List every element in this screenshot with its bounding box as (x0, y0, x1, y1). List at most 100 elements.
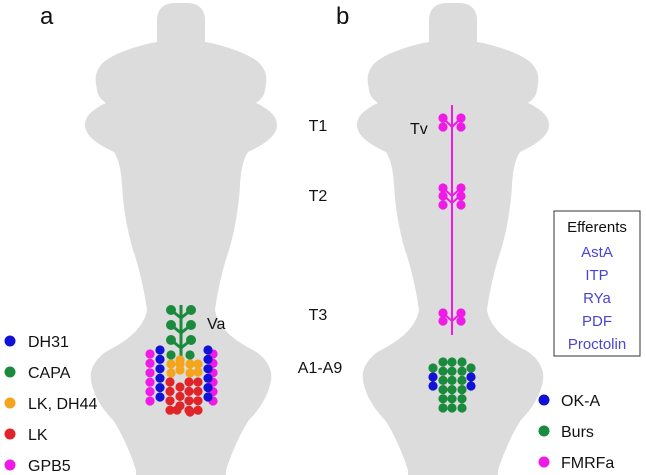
ok-a-cell (428, 372, 438, 382)
lk-dh44-cell (193, 367, 203, 377)
legend-dot (4, 397, 16, 409)
dh31-cell (203, 373, 213, 383)
burs-cell (457, 403, 467, 413)
capa-cell (166, 320, 176, 330)
legend-label: CAPA (28, 365, 71, 382)
va-cells (166, 305, 196, 345)
lk-dh44-cell (166, 368, 176, 378)
gpb5-cell (145, 387, 155, 397)
burs-cell (447, 385, 457, 395)
fmrfa-cell (456, 308, 466, 318)
burs-cell (457, 394, 467, 404)
va-neuron-tree (170, 305, 192, 360)
efferent-item: PDF (582, 313, 612, 330)
fmrfa-cell (456, 191, 466, 201)
legend-dot (4, 428, 16, 440)
dh31-cell (203, 345, 213, 355)
lk-dh44-cell (193, 359, 203, 369)
burs-cell (447, 403, 457, 413)
tv-cells (438, 113, 466, 326)
ok-a-cell (466, 372, 476, 382)
fmrfa-cell (438, 191, 448, 201)
burs-cell (447, 375, 457, 385)
lk-dh44-cell (175, 355, 185, 365)
lk-dh44-cell (175, 365, 185, 375)
legend-dot (538, 456, 550, 468)
dh31-cell (203, 364, 213, 374)
lk-cell (184, 377, 194, 387)
burs-cell (457, 375, 467, 385)
capa-cell (186, 305, 196, 315)
burs-cell (457, 366, 467, 376)
dh31-cell (155, 383, 165, 393)
fmrfa-cell (438, 316, 448, 326)
burs-cell (447, 357, 457, 367)
dh31-cell (203, 392, 213, 402)
gpb5-cell (145, 368, 155, 378)
lk-cell (193, 396, 203, 406)
legend-label: FMRFa (561, 455, 614, 472)
capa-cell (166, 335, 176, 345)
lk-cell (172, 405, 182, 415)
efferent-item: RYa (583, 290, 611, 307)
legend-dot (538, 394, 550, 406)
dh31-cell (155, 364, 165, 374)
dh31-cell (155, 345, 165, 355)
legend-dot (4, 366, 16, 378)
lk-cell (165, 386, 175, 396)
tv-label: Tv (410, 121, 428, 138)
lk-dh44-cell (185, 359, 195, 369)
burs-cell (438, 385, 448, 395)
gpb5-cell (145, 349, 155, 359)
legend-dot (538, 425, 550, 437)
capa-cell (186, 320, 196, 330)
lk-cell (184, 396, 194, 406)
dh31-cell (155, 354, 165, 364)
fmrfa-cell (438, 122, 448, 132)
efferents-box: Efferents AstA ITP RYa PDF Proctolin (553, 210, 641, 357)
capa-cell (185, 350, 195, 360)
lk-dh44-cell (185, 368, 195, 378)
legend-label: OK-A (561, 393, 600, 410)
legend-label: DH31 (28, 334, 69, 351)
capa-cell (166, 350, 176, 360)
lk-cell (165, 405, 175, 415)
cell-cluster-a (145, 345, 218, 417)
lk-cell (185, 407, 195, 417)
dh31-cell (203, 354, 213, 364)
legend-label: LK, DH44 (28, 396, 97, 413)
fmrfa-cell (456, 122, 466, 132)
lk-cell (165, 377, 175, 387)
legend-dot (4, 459, 16, 471)
cell-cluster-b (428, 357, 476, 413)
burs-cell (466, 363, 476, 373)
legend-dot (4, 335, 16, 347)
efferent-item: ITP (585, 267, 608, 284)
panel-letter-a: a (40, 3, 54, 30)
burs-cell (457, 385, 467, 395)
burs-cell (438, 394, 448, 404)
fmrfa-cell (438, 200, 448, 210)
panel-letter-b: b (336, 3, 349, 30)
lk-cell (193, 377, 203, 387)
ok-a-cell (428, 381, 438, 391)
fmrfa-cell (438, 308, 448, 318)
legend-label: GPB5 (28, 458, 71, 475)
lk-cell (175, 382, 185, 392)
fmrfa-cell (456, 113, 466, 123)
efferents-title: Efferents (567, 219, 627, 236)
burs-cell (428, 363, 438, 373)
gpb5-cell (145, 377, 155, 387)
fmrfa-cell (438, 183, 448, 193)
segment-label-t3: T3 (309, 307, 328, 324)
ok-a-cell (466, 381, 476, 391)
legend-label: LK (28, 427, 48, 444)
lk-cell (175, 391, 185, 401)
capa-cell (186, 335, 196, 345)
lk-cell (193, 405, 203, 415)
burs-cell (438, 366, 448, 376)
efferent-item: AstA (581, 244, 613, 261)
segment-label-abdominal: A1-A9 (298, 360, 343, 377)
